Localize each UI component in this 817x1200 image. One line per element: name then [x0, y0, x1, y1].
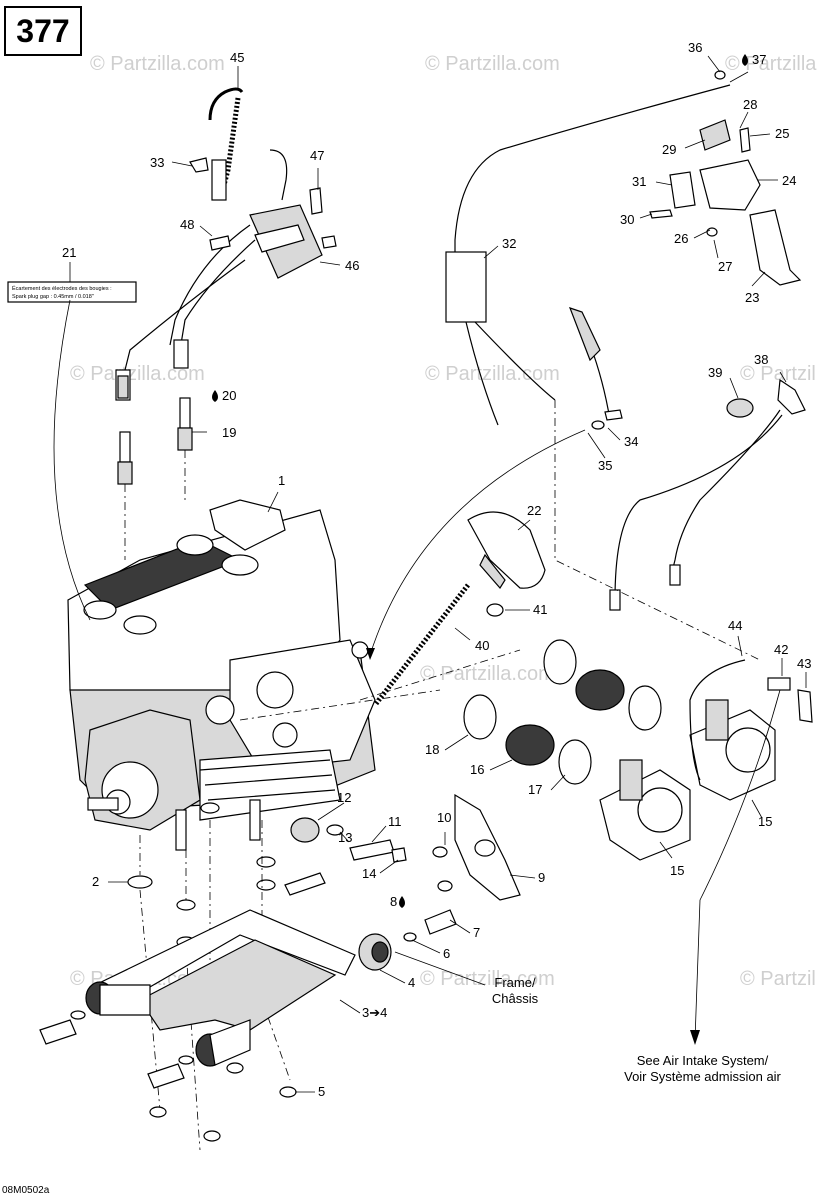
- callout: 39: [708, 365, 722, 380]
- callout: 27: [718, 259, 732, 274]
- callout: 34: [624, 434, 638, 449]
- callout: 16: [470, 762, 484, 777]
- watermark: © Partzilla.com: [90, 53, 225, 75]
- callout: 24: [782, 173, 796, 188]
- throttle-cables: [445, 70, 731, 430]
- svg-text:Écartement des électrodes des: Écartement des électrodes des bougies :: [12, 285, 112, 292]
- carburetors: [599, 699, 776, 861]
- callout: 33: [150, 155, 164, 170]
- callout: 26: [674, 231, 688, 246]
- watermark: © Partzilla.com: [420, 663, 555, 685]
- callout: 44: [728, 618, 742, 633]
- callout: 1: [278, 473, 285, 488]
- callout: 18: [425, 742, 439, 757]
- callout: 3➔4: [362, 1005, 387, 1020]
- callout: 9: [538, 870, 545, 885]
- oil-drop-icon: [212, 390, 218, 402]
- callout: 48: [180, 217, 194, 232]
- callout: 36: [688, 40, 702, 55]
- watermark: © Partzilla.com: [740, 968, 817, 990]
- throttle-housing: [649, 119, 802, 286]
- drawing-code: 08M0502a: [2, 1185, 50, 1196]
- callout: 25: [775, 126, 789, 141]
- callout: 13: [338, 830, 352, 845]
- callout: 28: [743, 97, 757, 112]
- callout: 38: [754, 352, 768, 367]
- svg-text:Spark plug gap : 0.45mm / 0.01: Spark plug gap : 0.45mm / 0.018": [12, 294, 94, 300]
- oil-filler: [373, 511, 546, 707]
- callout: 15: [670, 863, 684, 878]
- callout: 37: [752, 52, 766, 67]
- watermark: © Partzilla.com: [425, 53, 560, 75]
- page-number-box: 377: [4, 6, 82, 56]
- callout: 29: [662, 142, 676, 157]
- choke-cable: [609, 378, 813, 781]
- callout: 40: [475, 638, 489, 653]
- callout: 10: [437, 810, 451, 825]
- callout: 47: [310, 148, 324, 163]
- intake-adaptors: [463, 639, 662, 785]
- spark-gap-label: Écartement des électrodes des bougies : …: [7, 281, 137, 303]
- watermark: © Partzilla.com: [725, 53, 817, 75]
- engine-block: [67, 499, 376, 851]
- callout: 21: [62, 245, 76, 260]
- callout: 12: [337, 790, 351, 805]
- oil-drop-icons: [212, 54, 748, 908]
- callout: 30: [620, 212, 634, 227]
- callout: 2: [92, 874, 99, 889]
- watermark: © Partzilla.com: [740, 363, 817, 385]
- callout: 35: [598, 458, 612, 473]
- ignition-coil-assembly: [115, 87, 337, 401]
- watermark: © Partzilla.com: [425, 363, 560, 385]
- muffler-bracket-parts: [290, 793, 521, 901]
- air-intake-note: See Air Intake System/ Voir Système admi…: [624, 1053, 781, 1084]
- callout: 32: [502, 236, 516, 251]
- callout: 22: [527, 503, 541, 518]
- callout: 17: [528, 782, 542, 797]
- callout: 4: [408, 975, 415, 990]
- callout: 23: [745, 290, 759, 305]
- callout: 31: [632, 174, 646, 189]
- engine-mount-bracket: [39, 909, 356, 1142]
- oil-drop-icon: [742, 54, 748, 66]
- callout: 46: [345, 258, 359, 273]
- callout: 5: [318, 1084, 325, 1099]
- callout: 41: [533, 602, 547, 617]
- rubber-mount: [358, 909, 486, 986]
- callout: 45: [230, 50, 244, 65]
- callout: 14: [362, 866, 376, 881]
- callout: 7: [473, 925, 480, 940]
- oil-drop-icon: [399, 896, 405, 908]
- callout: 15: [758, 814, 772, 829]
- callout: 6: [443, 946, 450, 961]
- callout: 8: [390, 894, 397, 909]
- callout: 20: [222, 388, 236, 403]
- reference-lines: [53, 299, 781, 1045]
- callout: 43: [797, 656, 811, 671]
- leader-lines: [69, 55, 807, 1093]
- callout: 11: [388, 814, 402, 829]
- frame-note: Frame/ Châssis: [491, 975, 539, 1006]
- watermark: © Partzilla.com: [70, 363, 205, 385]
- spark-plugs: [117, 397, 193, 560]
- callouts: 1 2 3➔4 4 5 6 7 8 9 10 11 12 13 14 15 15…: [62, 40, 811, 1099]
- callout: 19: [222, 425, 236, 440]
- callout: 42: [774, 642, 788, 657]
